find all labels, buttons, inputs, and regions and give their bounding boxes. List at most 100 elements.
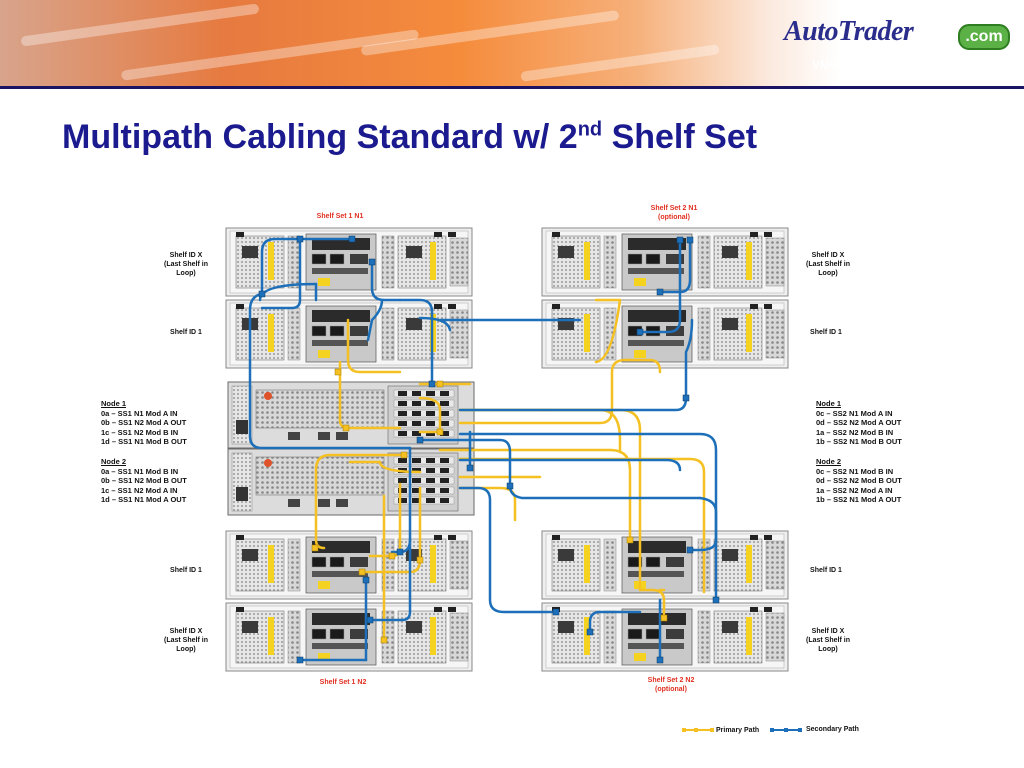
label-shelf-1-top-left: Shelf ID 1 [170,329,202,336]
secondary-connector [686,546,694,554]
iom-latch [312,238,370,250]
psu-left [235,610,285,664]
secondary-cable [260,237,354,296]
controller-node [227,381,475,449]
secondary-cable [638,238,682,334]
label-shelf-x-bottom-right: Shelf ID X (Last Shelf in Loop) [800,627,856,654]
sas-port [440,431,449,436]
fan-grill [765,612,785,662]
label-shelf-x-top-right: Shelf ID X (Last Shelf in Loop) [800,251,856,278]
psu-handle [746,242,752,280]
sas-port [398,458,407,463]
legend [682,728,802,732]
legend-secondary-label: Secondary Path [806,726,859,733]
secondary-connector [366,616,374,624]
primary-connector [436,380,444,388]
psu-right [713,235,763,289]
psu-handle [584,545,590,583]
sas-port [412,478,421,483]
iom-rail [628,643,684,649]
primary-cable [438,448,632,542]
sas-port [412,488,421,493]
sas-port [398,401,407,406]
psu-handle [430,617,436,655]
power-socket [558,621,574,633]
fan-grill [765,309,785,359]
psu-right [713,610,763,664]
fan-grill [381,235,395,289]
iom-latch [312,310,370,322]
shelf-tag [552,304,560,309]
psu-handle [268,617,274,655]
fan-grill [449,540,469,590]
sas-port [329,253,345,265]
fan-grill [765,540,785,590]
console-port [318,432,330,440]
controller-vent [255,389,385,429]
psu-handle [268,545,274,583]
sas-port [426,411,435,416]
sas-port [398,478,407,483]
sas-port [440,488,449,493]
header-subtitle: VMWare on NetApp [812,58,923,72]
shelf-label-line: (Last Shelf in [806,637,850,644]
secondary-connector [428,380,436,388]
port-line: 0d – SS2 N2 Mod B OUT [816,476,902,486]
secondary-connector [506,482,514,490]
sas-port [426,468,435,473]
label-shelf-1-bottom-left: Shelf ID 1 [170,567,202,574]
sas-port [426,421,435,426]
fan-grill [381,307,395,361]
primary-cable [594,298,622,364]
secondary-connector [396,548,404,556]
iom-latch [312,541,370,553]
sas-port [398,488,407,493]
sas-port [440,391,449,396]
iom-tab [318,581,330,589]
psu-left [551,307,601,361]
io-slot [393,486,455,495]
primary-connector [334,368,342,376]
ethernet-port [336,499,348,507]
autotrader-logo: AutoTrader [784,16,914,47]
fan-grill [697,610,711,664]
legend-primary-label: Primary Path [716,727,760,734]
sas-port [426,498,435,503]
io-slot [393,456,455,465]
psu-right [397,307,447,361]
iom-label [666,629,684,639]
primary-connector [388,552,396,560]
shelf-label-line: Shelf ID X [811,628,845,635]
iom-label [666,557,684,567]
secondary-connector [686,236,694,244]
power-socket [236,420,248,434]
connector-dots [258,235,720,664]
node-title: Node 1 [816,399,842,408]
label-ss2n1-optional: (optional) [658,214,690,221]
primary-cable [458,457,706,594]
sas-port [412,421,421,426]
banner-divider [0,86,1024,89]
shelf-tag [750,607,758,612]
secondary-connector [368,258,376,266]
secondary-connector [676,236,684,244]
iom-label [350,557,368,567]
primary-connector [660,614,668,622]
shelf-tag [750,304,758,309]
shelf-tag [448,607,456,612]
shelf-label-line: (Last Shelf in [164,261,208,268]
secondary-connector [416,436,424,444]
node-title: Node 2 [101,457,127,466]
iom-rail [312,340,368,346]
psu-left [235,307,285,361]
iom-tab [318,350,330,358]
fan-grill [603,538,617,592]
power-socket [406,246,422,258]
primary-connector [342,424,350,432]
primary-cables [314,298,706,642]
port-line: 1c – SS1 N2 Mod A IN [101,485,178,495]
sas-port [329,628,345,640]
mgmt-port [288,499,300,507]
secondary-connector [258,290,266,298]
port-line: 1d – SS1 N1 Mod A OUT [101,495,187,505]
